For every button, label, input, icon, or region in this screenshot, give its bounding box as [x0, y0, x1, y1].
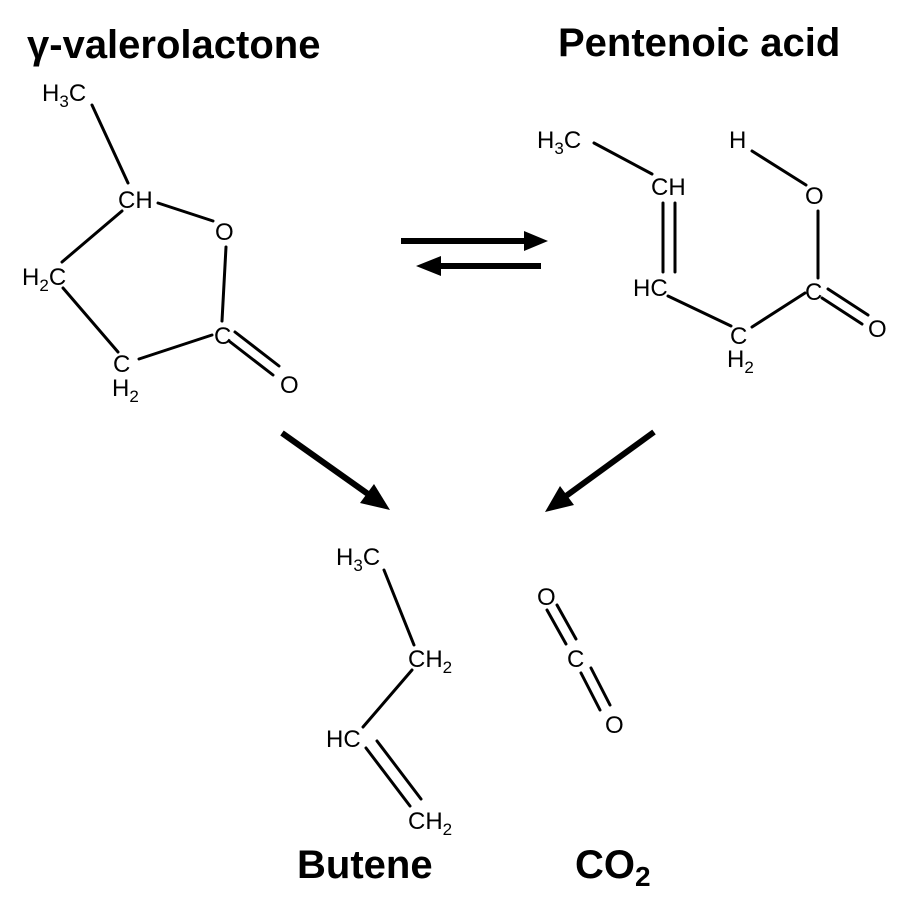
pa-ch3-label: H3C: [537, 127, 581, 158]
co2-top-double-2: [555, 603, 578, 641]
pa-bottom-c-label: C: [730, 323, 747, 350]
gvl-ring-oxygen-label: O: [215, 219, 234, 246]
co2-top-double-1: [545, 608, 568, 646]
pa-bond-ch3-ch: [592, 141, 654, 176]
gvl-bond-ch3-ch: [90, 103, 130, 185]
gvl-bond-ch2-c: [61, 286, 120, 354]
butene-ch2-label: CH2: [408, 646, 452, 677]
pa-h-label: H: [729, 127, 746, 154]
butene-bond-ch2-hc: [361, 668, 414, 729]
butene-ch3-label: H3C: [336, 544, 380, 575]
gvl-structure: H3C CH O H2C C H2 C O: [22, 80, 299, 406]
pa-bond-h-o: [750, 149, 808, 187]
butene-hc-label: HC: [326, 726, 361, 753]
pentenoic-acid-structure: H3C H CH O HC C O C H2: [537, 127, 887, 377]
gvl-ch3-label: H3C: [42, 80, 86, 111]
pa-carbonyl-double-1: [826, 287, 870, 317]
pa-hydroxyl-o-label: O: [805, 183, 824, 210]
gvl-carbonyl-o-label: O: [280, 372, 299, 399]
forward-arrowhead: [524, 231, 548, 251]
gvl-ch-label: CH: [118, 187, 153, 214]
co2-top-o-label: O: [537, 584, 556, 611]
co2-bottom-double-2: [589, 666, 612, 707]
co2-c-label: C: [567, 646, 584, 673]
left-arrow-shaft: [280, 430, 370, 497]
gvl-double-bond-1: [233, 330, 281, 368]
pa-carbonyl-c-label: C: [805, 279, 822, 306]
gvl-bond-c-carbonyl: [137, 333, 214, 361]
gvl-carbonyl-c-label: C: [214, 323, 231, 350]
equilibrium-arrows: [401, 231, 548, 276]
co2-bottom-double-1: [579, 671, 602, 712]
pa-bond-hc-ch2: [666, 294, 733, 328]
gvl-bond-o-carbonyl: [220, 245, 228, 323]
pa-bottom-h2-label: H2: [727, 346, 754, 377]
butene-title: Butene: [297, 843, 433, 887]
co2-structure: O C O: [537, 584, 624, 739]
right-arrowhead: [545, 486, 574, 512]
pa-hc-label: HC: [633, 275, 668, 302]
gvl-ch2-label: H2C: [22, 264, 66, 295]
gvl-title: γ-valerolactone: [27, 23, 320, 67]
pa-carbonyl-o-label: O: [868, 316, 887, 343]
gvl-bottom-h2-label: H2: [112, 375, 139, 406]
decomposition-arrows: [280, 429, 656, 512]
pentenoic-acid-title: Pentenoic acid: [558, 21, 840, 65]
gvl-double-bond-2: [227, 339, 275, 377]
pa-carbonyl-double-2: [820, 296, 864, 326]
butene-double-bond-1: [364, 746, 412, 808]
co2-title: CO2: [575, 843, 651, 892]
butene-double-bond-2: [375, 739, 423, 801]
gvl-bond-ch-ch2: [60, 209, 124, 264]
pa-bond-ch2-c: [750, 291, 807, 329]
butene-terminal-ch2-label: CH2: [408, 808, 452, 839]
pa-ch-label: CH: [651, 174, 686, 201]
left-arrowhead: [360, 484, 390, 510]
reverse-arrowhead: [416, 256, 441, 276]
gvl-bond-ch-o: [156, 201, 215, 223]
butene-structure: H3C CH2 HC CH2: [326, 544, 452, 839]
right-arrow-shaft: [564, 429, 656, 499]
co2-bottom-o-label: O: [605, 712, 624, 739]
gvl-bottom-c-label: C: [113, 351, 130, 378]
butene-bond-ch3-ch2: [382, 568, 416, 647]
